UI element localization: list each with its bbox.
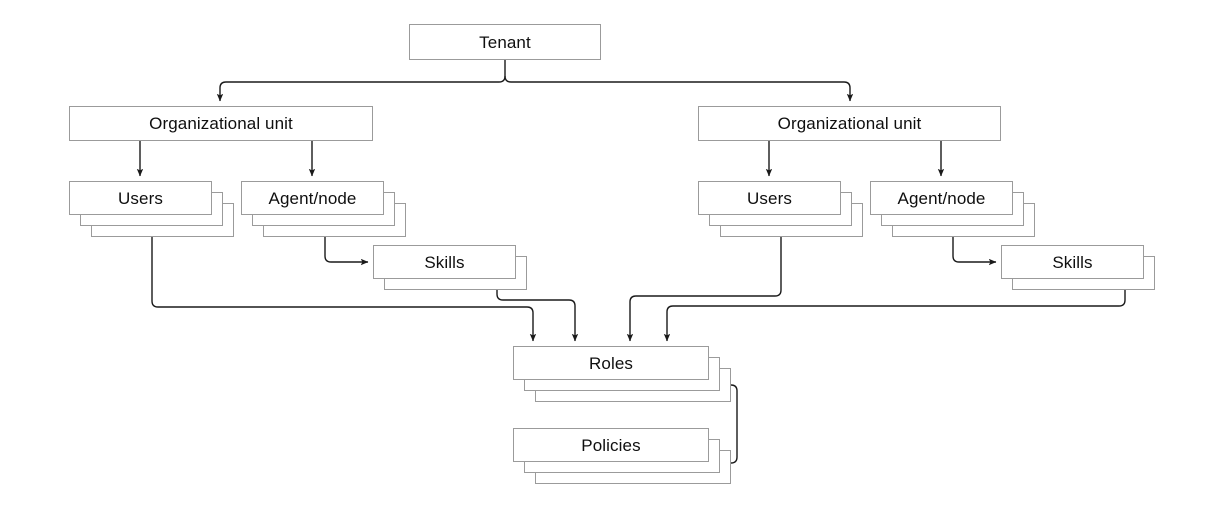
node-roles-label: Roles — [589, 353, 633, 373]
node-users-left[interactable]: Users — [69, 181, 234, 237]
node-policies-label: Policies — [581, 435, 641, 455]
node-agent-right-label: Agent/node — [897, 188, 986, 208]
node-skills-right[interactable]: Skills — [1001, 245, 1155, 290]
edge-usersright-to-roles — [626, 237, 782, 342]
edge-agentright-to-skillsright — [952, 237, 997, 266]
edge-skillsright-to-roles — [663, 290, 1126, 342]
node-skills-left[interactable]: Skills — [373, 245, 527, 290]
node-ou-right-face: Organizational unit — [698, 106, 1001, 141]
node-agent-left-label: Agent/node — [268, 188, 357, 208]
node-tenant[interactable]: Tenant — [409, 24, 601, 60]
node-agent-right[interactable]: Agent/node — [870, 181, 1035, 237]
node-skills-left-face: Skills — [373, 245, 516, 279]
node-ou-left-face: Organizational unit — [69, 106, 373, 141]
node-users-right[interactable]: Users — [698, 181, 863, 237]
node-roles-face: Roles — [513, 346, 709, 380]
node-ou-left[interactable]: Organizational unit — [69, 106, 373, 141]
node-users-right-face: Users — [698, 181, 841, 215]
node-skills-right-face: Skills — [1001, 245, 1144, 279]
node-roles[interactable]: Roles — [513, 346, 731, 402]
node-skills-left-label: Skills — [424, 252, 465, 272]
node-users-left-label: Users — [118, 188, 163, 208]
node-agent-right-face: Agent/node — [870, 181, 1013, 215]
edge-tenant-to-ou-left — [216, 75, 506, 102]
node-policies-face: Policies — [513, 428, 709, 462]
node-users-left-face: Users — [69, 181, 212, 215]
node-ou-left-label: Organizational unit — [149, 114, 293, 133]
edge-skillsleft-to-roles — [496, 290, 579, 342]
edge-tenant-to-ou-right — [504, 75, 854, 102]
edge-agentleft-to-skillsleft — [324, 237, 369, 266]
node-ou-right-label: Organizational unit — [777, 114, 922, 133]
node-agent-left-face: Agent/node — [241, 181, 384, 215]
node-tenant-label: Tenant — [479, 32, 531, 52]
node-ou-right[interactable]: Organizational unit — [698, 106, 1001, 141]
node-users-right-label: Users — [747, 188, 792, 208]
node-agent-left[interactable]: Agent/node — [241, 181, 406, 237]
node-policies[interactable]: Policies — [513, 428, 731, 484]
node-tenant-face: Tenant — [409, 24, 601, 60]
node-skills-right-label: Skills — [1052, 252, 1093, 272]
